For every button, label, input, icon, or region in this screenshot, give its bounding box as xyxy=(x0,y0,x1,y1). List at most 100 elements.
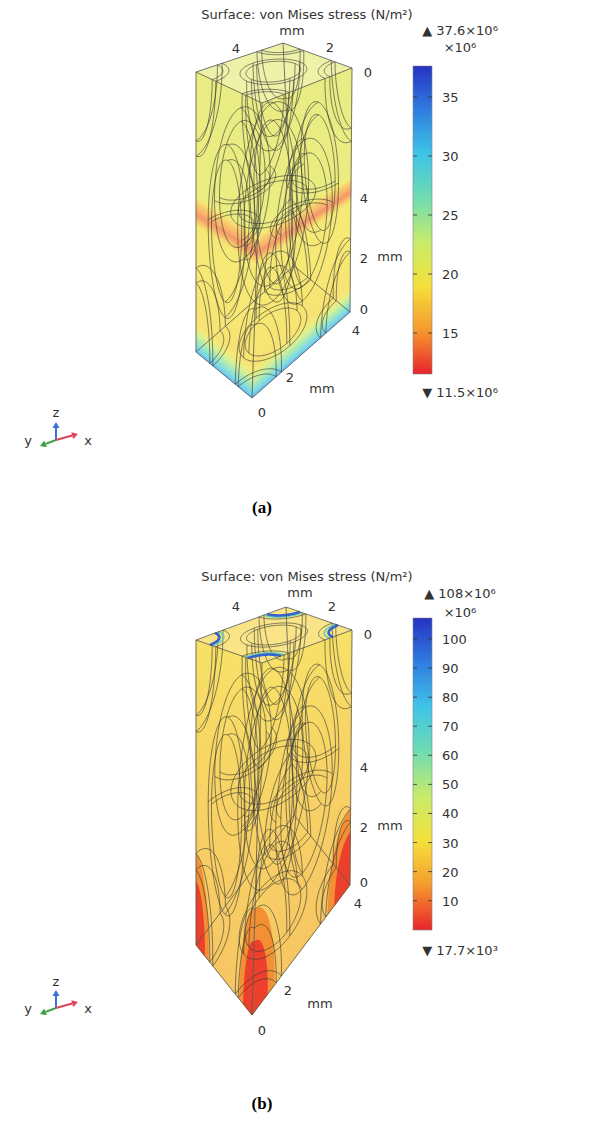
sphere-outline xyxy=(239,303,307,362)
sphere-outline xyxy=(262,49,300,52)
sphere-outline xyxy=(302,664,339,806)
colorbar-tickmark xyxy=(413,726,417,727)
bounding-box-edge xyxy=(283,43,352,68)
colorbar-tick: 80 xyxy=(442,691,459,704)
colorbar-tickmark xyxy=(413,871,417,872)
sphere-outline xyxy=(238,374,276,387)
sphere-outline xyxy=(255,905,281,976)
model-face xyxy=(252,630,352,1015)
colorbar-tick: 20 xyxy=(442,268,459,281)
sphere-outline xyxy=(336,624,352,692)
colorbar-tick: 35 xyxy=(442,91,459,104)
sphere-outline xyxy=(256,829,290,936)
bounding-box-edge xyxy=(294,266,350,312)
sphere-outline xyxy=(244,686,303,868)
sphere-outline xyxy=(258,629,290,704)
model-face xyxy=(252,68,352,398)
axis-tick: 4 xyxy=(354,897,362,910)
axis-arrowhead xyxy=(40,1009,47,1016)
bounding-box-edge xyxy=(350,630,352,885)
sphere-outline xyxy=(210,331,224,363)
bounding-box-edge xyxy=(196,945,252,1015)
sphere-outline xyxy=(322,868,336,917)
colorbar-tickmark xyxy=(428,97,432,98)
sphere-outline xyxy=(196,268,213,366)
sphere-outline xyxy=(286,162,338,193)
colorbar-tick: 60 xyxy=(442,749,459,762)
bounding-box-edge xyxy=(196,266,294,352)
sphere-outline xyxy=(238,667,309,890)
colorbar-tickmark xyxy=(413,156,417,157)
axis-unit: mm xyxy=(377,819,402,832)
axis-tick: 4 xyxy=(360,192,368,205)
sphere-outline xyxy=(196,283,210,363)
sphere-outline xyxy=(326,252,351,333)
axis-tick: 0 xyxy=(258,406,266,419)
axis-tick: 4 xyxy=(232,600,240,613)
model-face xyxy=(196,607,352,663)
colorbar-tickmark xyxy=(428,333,432,334)
colorbar-tickmark xyxy=(413,639,417,640)
sphere-outline xyxy=(301,102,339,244)
bounding-box-edge xyxy=(196,72,262,103)
axis-tick: 4 xyxy=(352,324,360,337)
bounding-box-edge xyxy=(294,815,350,885)
panel-label: (a) xyxy=(252,499,272,516)
axis-tick: 2 xyxy=(360,821,368,834)
sphere-outline xyxy=(238,979,276,998)
triad-label: x xyxy=(84,1002,92,1015)
axis-arrowhead xyxy=(53,990,60,996)
colorbar-tickmark xyxy=(428,668,432,669)
colorbar-tickmark xyxy=(428,900,432,901)
axis-arrow xyxy=(46,440,56,444)
colorbar-tickmark xyxy=(428,871,432,872)
triad-label: y xyxy=(24,434,32,447)
sphere-outline xyxy=(276,138,333,304)
sphere-outline xyxy=(196,854,213,967)
min-value: ▼ 11.5×10⁶ xyxy=(422,386,498,399)
axis-tick: 4 xyxy=(232,42,240,55)
colorbar-tick: 20 xyxy=(442,865,459,878)
colorbar-tickmark xyxy=(413,813,417,814)
bounding-box-edge xyxy=(252,885,350,1015)
sphere-outline xyxy=(208,210,254,219)
sphere-outline xyxy=(208,144,245,318)
sphere-outline xyxy=(239,871,307,960)
sphere-outline xyxy=(324,62,335,77)
axis-tick: 0 xyxy=(364,66,372,79)
colorbar-tickmark xyxy=(413,97,417,98)
cube-plot xyxy=(40,607,432,1015)
sphere-outline xyxy=(211,160,241,303)
sphere-outline xyxy=(270,211,291,287)
scale-exponent: ×10⁶ xyxy=(444,606,477,619)
axis-arrowhead xyxy=(40,441,47,448)
axis-tick: 0 xyxy=(360,303,368,316)
sphere-outline xyxy=(219,169,269,200)
sphere-outline xyxy=(235,908,255,994)
sphere-outline xyxy=(333,238,350,298)
axis-unit: mm xyxy=(309,382,334,395)
triad-label: z xyxy=(53,975,60,988)
bounding-box-edge xyxy=(262,68,352,103)
sphere-outline xyxy=(231,739,316,810)
axis-tick: 2 xyxy=(326,41,334,54)
plot-title: Surface: von Mises stress (N/m²) xyxy=(201,570,412,583)
sphere-outline xyxy=(235,971,281,994)
bounding-box-edge xyxy=(283,43,294,266)
sphere-outline xyxy=(210,913,224,962)
high-stress-arc xyxy=(329,625,339,637)
bounding-box-edge xyxy=(350,68,352,312)
sphere-outline xyxy=(262,50,286,99)
sphere-outline xyxy=(288,614,305,670)
bounding-box-edge xyxy=(262,630,352,663)
colorbar-tickmark xyxy=(413,215,417,216)
sphere-outline xyxy=(259,845,287,933)
sphere-outline xyxy=(245,879,301,952)
colorbar-tickmark xyxy=(413,668,417,669)
sphere-outline xyxy=(240,59,307,85)
colorbar-tick: 30 xyxy=(442,836,459,849)
colorbar-tickmark xyxy=(428,726,432,727)
bounding-box-edge xyxy=(252,103,262,398)
sphere-outline xyxy=(235,369,281,384)
